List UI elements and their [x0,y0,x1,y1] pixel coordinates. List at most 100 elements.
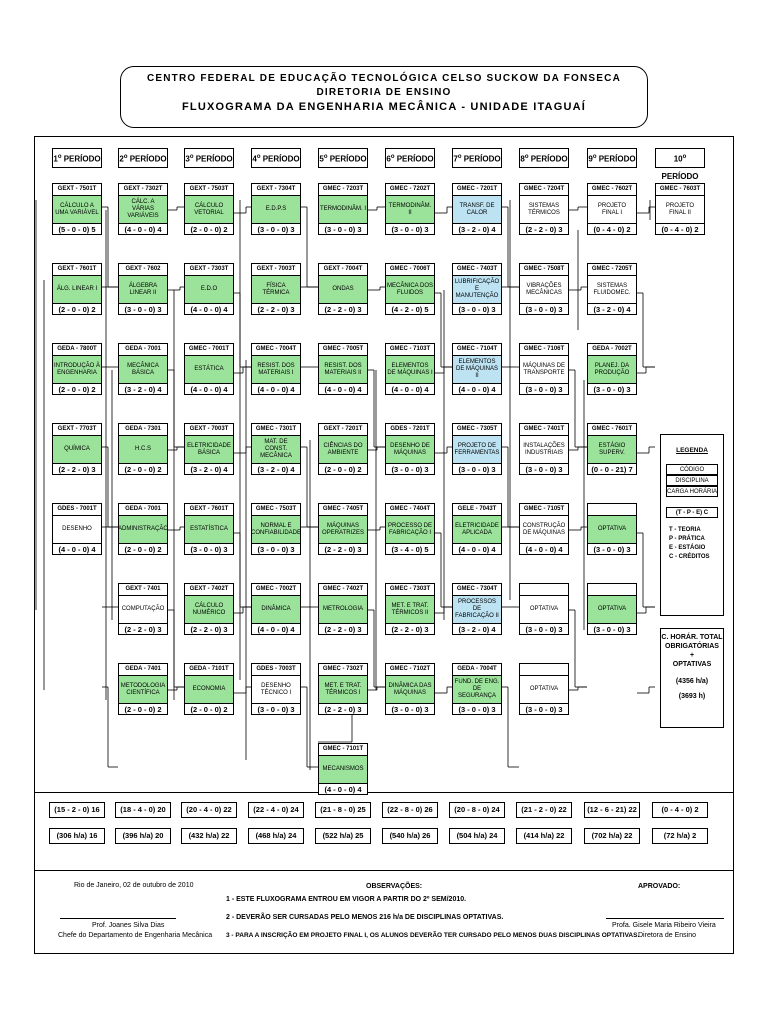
course-code: GMEC - 7601T [588,424,636,436]
course-code [588,584,636,596]
course-workload: (0 - 0 - 21) 7 [591,465,633,474]
period-total-tpe: (22 - 4 - 0) 24 [248,802,304,818]
period-total-tpe: (18 - 4 - 0) 20 [115,802,171,818]
period-total-tpe: (0 - 4 - 0) 2 [652,802,708,818]
period-label: PERÍODO [598,154,636,164]
course-code: GEXT - 7003T [252,264,300,276]
period-header: 4o PERÍODO [251,148,301,168]
course-name: ÁLG. LINEAR I [53,276,101,304]
ordinal-mark: o [323,154,328,160]
period-number: 9 [588,154,593,164]
ordinal-mark: o [390,154,395,160]
course-workload: (2 - 2 - 0) 3 [190,625,228,634]
course-name: PROJETO DE FERRAMENTAS [453,436,501,464]
course-name: ADMINISTRAÇÃO [119,516,167,544]
course-code: GDES - 7201T [386,424,434,436]
course-workload: (3 - 0 - 0) 3 [525,385,563,394]
course-name: CONSTRUÇÃO DE MÁQUINAS [520,516,568,544]
course-workload: (4 - 0 - 0) 4 [257,625,295,634]
course-workload: (2 - 2 - 0) 3 [324,545,362,554]
course-name: OPTATIVA [520,676,568,704]
course-code: GMEC - 7201T [453,184,501,196]
period-label: PERÍODO [530,154,568,164]
course-code: GMEC - 7302T [319,664,367,676]
course-code: GMEC - 7303T [386,584,434,596]
course-code: GEDA - 7002T [588,344,636,356]
legend-credits: C - CRÉDITOS [669,554,710,560]
signature-line [606,918,724,919]
course-code: GEXT - 7401 [119,584,167,596]
period-label: PERÍODO [195,154,233,164]
course-code: GMEC - 7305T [453,424,501,436]
course-code: GMEC - 7106T [520,344,568,356]
course-name: VIBRAÇÕES MECÂNICAS [520,276,568,304]
course-name: ELETRICIDADE BÁSICA [185,436,233,464]
period-header: 5o PERÍODO [318,148,368,168]
legend-title: LEGENDA [676,447,708,454]
period-total-hours: (504 h/a) 24 [449,828,505,844]
course-code: GEXT - 7004T [319,264,367,276]
course-workload: (3 - 0 - 0) 3 [593,385,631,394]
ordinal-mark: o [592,154,597,160]
period-label: PERÍODO [329,154,367,164]
course-name: INSTALAÇÕES INDUSTRIAIS [520,436,568,464]
course-box: OPTATIVA(3 - 0 - 0) 3 [519,663,569,715]
period-number: 10 [673,154,683,164]
observations-title: OBSERVAÇÕES: [366,883,423,890]
course-workload: (2 - 0 - 0) 2 [124,465,162,474]
course-name: MET. E TRAT. TÉRMICOS II [386,596,434,624]
period-label: PERÍODO [129,154,167,164]
ordinal-mark: o [524,154,529,160]
course-name: DESENHO DE MÁQUINAS [386,436,434,464]
course-name: COMPUTAÇÃO [119,596,167,624]
course-code: GMEC - 7401T [520,424,568,436]
course-workload: (2 - 2 - 0) 3 [324,705,362,714]
course-workload: (3 - 0 - 0) 3 [525,705,563,714]
course-workload: (3 - 0 - 0) 3 [525,465,563,474]
course-name: SISTEMAS TÉRMICOS [520,196,568,224]
course-code: GEDA - 7401 [119,664,167,676]
period-label: PERÍODO [396,154,434,164]
course-name: MÁQUINAS OPERATRIZES [319,516,367,544]
course-workload: (3 - 2 - 0) 4 [190,465,228,474]
course-workload: (4 - 0 - 0) 4 [58,545,96,554]
period-total-hours: (414 h/a) 22 [516,828,572,844]
course-name: ONDAS [319,276,367,304]
course-name: DINÂMICA DAS MÁQUINAS [386,676,434,704]
course-name: OPTATIVA [588,516,636,544]
course-workload: (3 - 0 - 0) 3 [458,465,496,474]
course-workload: (5 - 0 - 0) 5 [58,225,96,234]
period-header: 6o PERÍODO [385,148,435,168]
course-code: GMEC - 7006T [386,264,434,276]
course-workload: (3 - 0 - 0) 3 [593,545,631,554]
course-workload: (3 - 2 - 0) 4 [257,465,295,474]
course-code: GEDA - 7001 [119,504,167,516]
course-workload: (3 - 0 - 0) 3 [257,705,295,714]
legend-practice: P - PRÁTICA [669,536,705,542]
course-workload: (2 - 0 - 0) 2 [324,465,362,474]
period-total-tpe: (15 - 2 - 0) 16 [49,802,105,818]
period-number: 5 [319,154,324,164]
course-name: MECANISMOS [319,756,367,784]
course-code: GMEC - 7203T [319,184,367,196]
course-workload: (3 - 0 - 0) 3 [391,705,429,714]
flowchart-title: FLUXOGRAMA DA ENGENHARIA MECÂNICA - UNID… [181,101,587,113]
